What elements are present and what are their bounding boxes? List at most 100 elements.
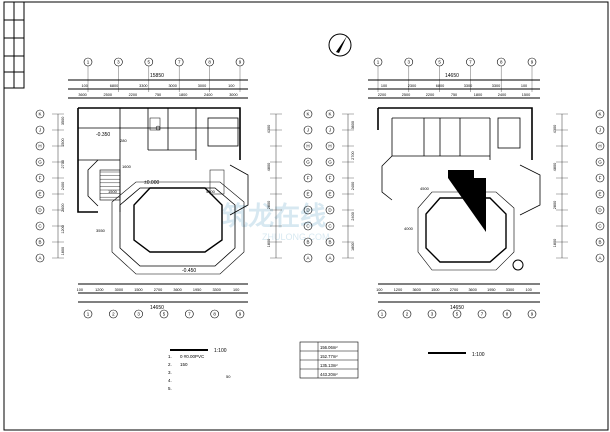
rDimText-dim: 2200 [378,93,386,97]
note-text: 0 #0.00PVC [180,354,205,359]
watermark: 筑龙在线 ZHULONG.COM [222,201,330,242]
lDimText-dim: 3600 [78,93,86,97]
rDimText-dim: 2400 [498,93,506,97]
rAxLeft-axis-4-label: F [329,176,332,181]
lAxRight-axis-1-label: J [307,128,309,133]
left-stairs [100,171,120,198]
lAxBot-axis-4 [185,309,194,319]
lAxTop-axis-1-label: 3 [117,60,120,65]
lAxLeft-axis-6-label: D [38,208,42,213]
lAxBot-axis-5 [210,309,219,319]
rAxBot-axis-4-label: 7 [481,312,484,317]
rAxRight-axis-3-label: G [598,160,602,165]
rDimText-dim-v: 4800 [553,163,557,171]
lDimText-dim: 3000 [229,93,237,97]
rDimText-dim: 1800 [474,93,482,97]
notes-side-value: 50 [226,374,231,379]
note-num: 2. [168,362,172,367]
left-dim-b: 4500 [206,189,216,194]
rAxTop-axis-0-label: 1 [377,60,380,65]
lAxRight-axis-9 [303,253,313,263]
lDimText-dim-v: 1800 [267,239,271,247]
lAxLeft-axis-8 [35,237,45,247]
rDimText-dim: 3600 [468,288,476,292]
lAxRight-axis-0-label: K [306,112,309,117]
rAxLeft-axis-0-label: K [328,112,331,117]
area-row: 135.13m² [320,363,338,368]
lAxRight-axis-2 [303,141,313,151]
lAxLeft-axis-2 [35,141,45,151]
rDimText-dim-v: 2700 [351,151,355,159]
rDimText-dim: 1200 [394,288,402,292]
lAxLeft-axis-7-label: C [38,224,42,229]
rDimText-dim-v: 2400 [351,212,355,220]
rDimText-dim-v: 1800 [351,243,355,251]
rAxTop-axis-3-label: 7 [469,60,472,65]
rAxRight-axis-7 [595,221,605,231]
rAxTop-axis-2-label: 5 [438,60,441,65]
lDimText-dim: 750 [155,93,161,97]
lAxLeft-axis-0 [35,109,45,119]
right-scale-text: 1:100 [472,352,485,358]
lAxRight-axis-8-label: B [306,240,309,245]
rAxTop-axis-5-label: 9 [531,60,534,65]
rDimText-dim: 1500 [431,288,439,292]
right-octagon-room [417,191,515,271]
lAxBot-axis-1 [109,309,118,319]
right-total-bottom: 14650 [450,305,464,311]
rDimText-dim: 100 [525,288,531,292]
rAxBot-axis-2 [427,309,437,319]
rDimText-dim: 100 [381,84,387,88]
lAxRight-axis-7 [303,221,313,231]
lAxLeft-axis-4 [35,173,45,183]
rAxLeft-axis-5-label: E [328,192,331,197]
right-total-top: 14650 [445,73,459,79]
lAxRight-axis-5 [303,189,313,199]
lAxRight-axis-3 [303,157,313,167]
lAxBot-axis-2 [134,309,143,319]
lAxRight-axis-9-label: A [306,256,309,261]
left-bottom-dimensions: 14650 [78,283,248,311]
lAxBot-axis-0-label: 1 [87,312,90,317]
lAxRight-axis-3-label: G [306,160,310,165]
rDimText-dim: 6800 [436,84,444,88]
lDimText-dim-v: 2400 [61,182,65,190]
lDimText-dim-v: 2400 [61,203,65,211]
left-scale: 1:100 [170,348,227,354]
lAxRight-axis-8 [303,237,313,247]
rAxLeft-axis-3-label: G [328,160,332,165]
lAxBot-axis-1-label: 2 [112,312,115,317]
rAxBot-axis-5-label: 8 [506,312,509,317]
lDimText-dim: 100 [77,288,83,292]
rDimText-dim-v: 3600 [351,121,355,129]
rAxBot-axis-6 [527,309,537,319]
lDimText-dim: 100 [81,84,87,88]
rAxLeft-axis-0 [325,109,335,119]
area-row: 152.77m² [320,354,338,359]
rAxLeft-axis-8 [325,237,335,247]
left-fixtures [149,117,225,195]
lAxLeft-axis-0-label: K [38,112,41,117]
rAxBot-axis-1 [402,309,412,319]
lAxTop-axis-4-label: 8 [208,60,211,65]
lDimText-dim: 2500 [103,93,111,97]
left-dim-a: 1500 [108,189,118,194]
right-dim-a: 4500 [420,186,430,191]
lDimText-dim-v: 1500 [61,138,65,146]
rAxRight-axis-0-label: K [598,112,601,117]
area-row: 443.20m² [320,372,338,377]
lAxRight-axis-4 [303,173,313,183]
rAxLeft-axis-6 [325,205,335,215]
lAxTop-axis-2-label: 5 [148,60,151,65]
rDimText-dim: 3300 [464,84,472,88]
rAxBot-axis-0 [377,309,387,319]
watermark-cn: 筑龙在线 [222,201,326,231]
rAxBot-axis-0-label: 1 [381,312,384,317]
right-scale: 1:100 [428,352,485,358]
